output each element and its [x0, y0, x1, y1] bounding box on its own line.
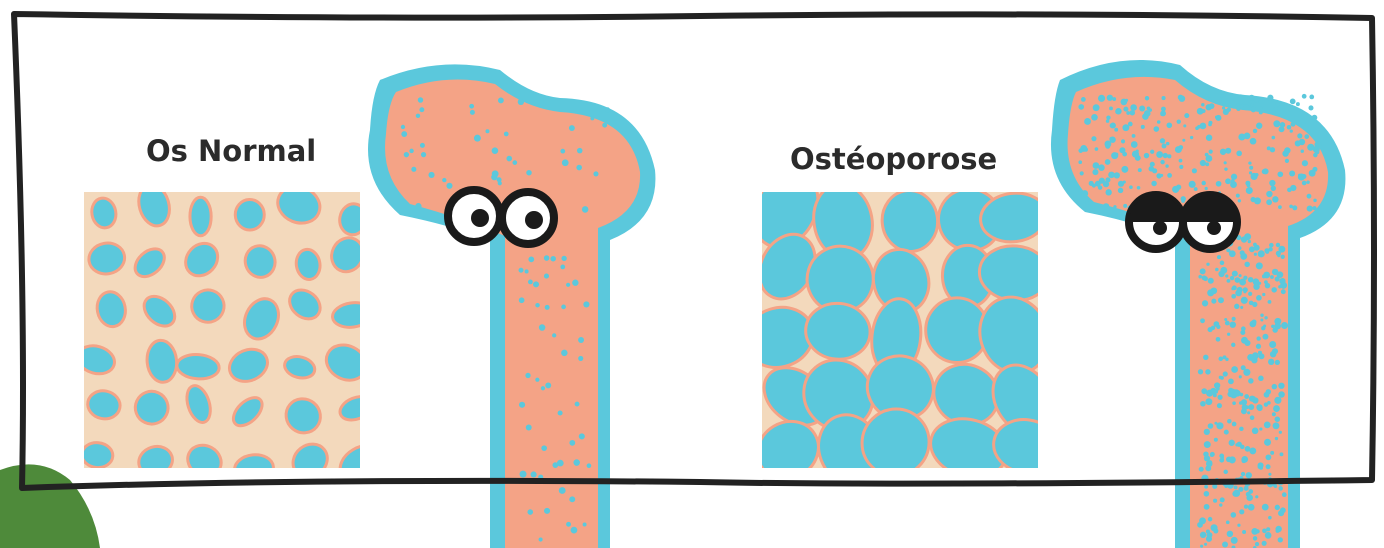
- label-normal-bone: Os Normal: [146, 134, 316, 168]
- normal-femur: [368, 64, 655, 548]
- label-osteoporosis: Ostéoporose: [790, 142, 997, 176]
- osteoporosis-femur: [1051, 60, 1345, 548]
- osteoporosis-tissue-square: [737, 160, 1064, 493]
- normal-tissue-square: [74, 180, 387, 487]
- leaf-shape: [0, 464, 100, 548]
